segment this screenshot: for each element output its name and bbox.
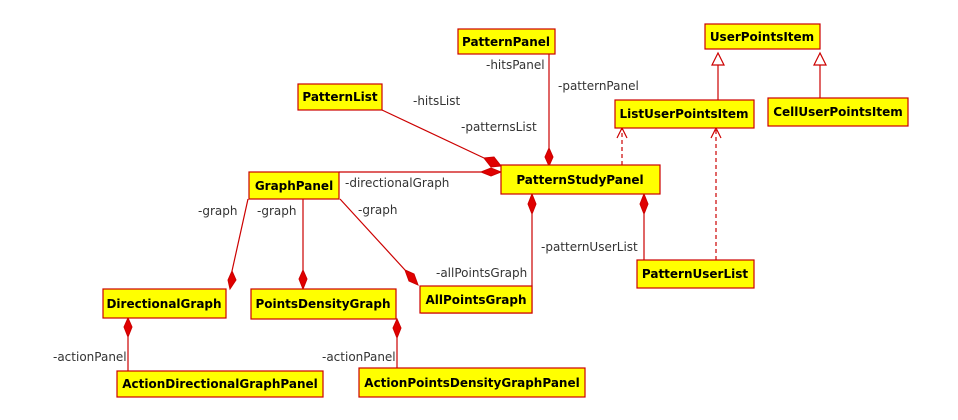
label-hits-panel: -hitsPanel [486, 58, 545, 72]
class-actiondirectionalgraphpanel[interactable]: ActionDirectionalGraphPanel [116, 370, 324, 398]
label-graph-1: -graph [198, 204, 237, 218]
label-directional-graph: -directionalGraph [345, 176, 449, 190]
diamond-patternstudypanel-patternpanel [544, 146, 554, 168]
class-patternstudypanel[interactable]: PatternStudyPanel [500, 164, 661, 195]
class-name: PatternUserList [642, 267, 748, 281]
label-action-panel-2: -actionPanel [322, 350, 396, 364]
class-listuserpointsitem[interactable]: ListUserPointsItem [614, 99, 755, 129]
label-graph-2: -graph [257, 204, 296, 218]
label-pattern-user-list: -patternUserList [541, 240, 638, 254]
edge-patternlist-patternstudypanel [381, 109, 485, 159]
edge-graphpanel-directionalgraph [231, 198, 249, 272]
class-pointsdensitygraph[interactable]: PointsDensityGraph [250, 288, 397, 320]
label-hits-list: -hitsList [413, 94, 460, 108]
class-name: PointsDensityGraph [255, 297, 390, 311]
diamond-patternstudypanel-graphpanel [479, 167, 503, 177]
class-name: AllPointsGraph [425, 293, 526, 307]
class-allpointsgraph[interactable]: AllPointsGraph [419, 285, 533, 314]
class-userpointsitem[interactable]: UserPointsItem [704, 23, 821, 50]
edge-labels: -hitsPanel -patternPanel -hitsList -patt… [53, 58, 639, 364]
class-graphpanel[interactable]: GraphPanel [248, 171, 340, 200]
label-graph-3: -graph [358, 203, 397, 217]
triangle-userpointsitem-2 [813, 51, 827, 66]
class-name: DirectionalGraph [106, 297, 221, 311]
class-name: UserPointsItem [710, 30, 814, 44]
label-action-panel-1: -actionPanel [53, 350, 127, 364]
class-patternpanel[interactable]: PatternPanel [457, 28, 556, 55]
class-name: PatternStudyPanel [516, 173, 643, 187]
label-pattern-panel: -patternPanel [558, 79, 639, 93]
class-name: ActionPointsDensityGraphPanel [364, 376, 579, 390]
class-actionpointsdensitygraphpanel[interactable]: ActionPointsDensityGraphPanel [358, 367, 586, 398]
diamond-allpointsgraph-graphpanel [404, 269, 419, 286]
diamond-pointsdensitygraph-actionpanel [392, 317, 402, 340]
class-name: PatternList [302, 90, 378, 104]
class-patternuserlist[interactable]: PatternUserList [636, 259, 755, 289]
class-patternlist[interactable]: PatternList [297, 83, 383, 111]
label-all-points-graph: -allPointsGraph [436, 266, 527, 280]
diamond-directionalgraph-actionpanel [123, 316, 133, 339]
class-directionalgraph[interactable]: DirectionalGraph [102, 288, 227, 319]
diamond-directionalgraph-graphpanel [227, 269, 237, 291]
label-patterns-list: -patternsList [461, 120, 537, 134]
triangle-userpointsitem-1 [711, 51, 725, 66]
class-name: ActionDirectionalGraphPanel [122, 377, 318, 391]
class-name: PatternPanel [462, 35, 550, 49]
class-celluserpointsitem[interactable]: CellUserPointsItem [767, 97, 909, 127]
edge-graphpanel-allpointsgraph [339, 198, 406, 271]
diamond-patternstudypanel-patternlist [483, 156, 502, 168]
class-name: CellUserPointsItem [773, 105, 903, 119]
class-name: GraphPanel [255, 179, 333, 193]
diamond-pointsdensitygraph-graphpanel [298, 268, 308, 291]
class-name: ListUserPointsItem [620, 107, 749, 121]
diamond-patternstudypanel-allpointsgraph [527, 192, 537, 216]
diamond-patternstudypanel-patternuserlist [639, 192, 649, 216]
